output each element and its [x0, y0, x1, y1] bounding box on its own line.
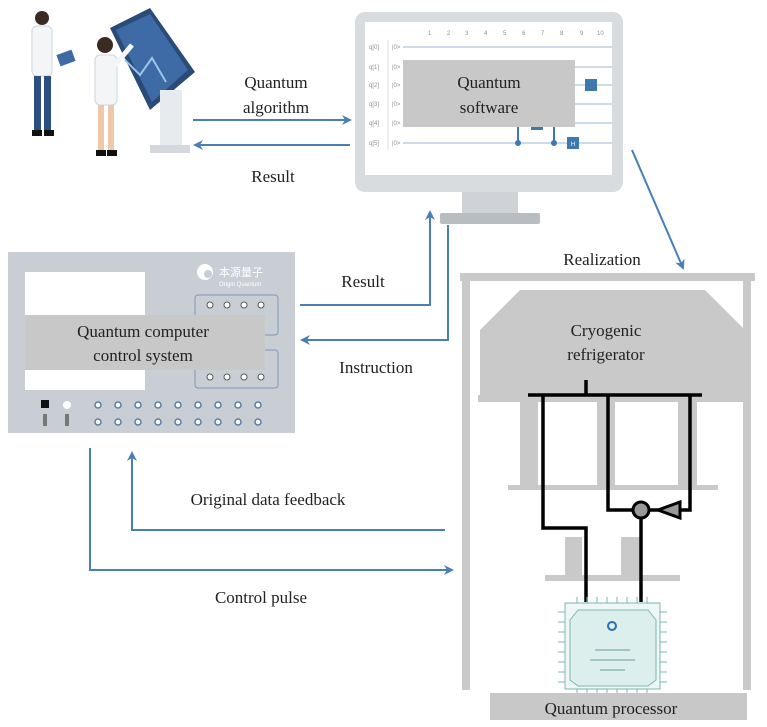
- control-pulse-label: Control pulse: [215, 588, 307, 607]
- control-label-box: [25, 315, 265, 370]
- control-pulse-arrow: [89, 448, 454, 575]
- cryo-label: refrigerator: [567, 345, 645, 364]
- qubit-label: q[0]: [369, 45, 379, 51]
- connector-port: [134, 401, 142, 409]
- cryo-label: Cryogenic: [571, 321, 642, 340]
- connector-port: [234, 401, 242, 409]
- connector-port: [134, 418, 142, 426]
- connector-port: [234, 418, 242, 426]
- scientists-illustration: [31, 8, 195, 156]
- connector-port: [174, 401, 182, 409]
- connector-port: [214, 418, 222, 426]
- connector-port: [94, 418, 102, 426]
- connector-port: [254, 418, 262, 426]
- connector-port: [154, 401, 162, 409]
- processor-label: Quantum processor: [545, 699, 678, 718]
- refrigerator-icon: [460, 273, 755, 690]
- result-label-mid: Result: [341, 272, 385, 291]
- result-label-top: Result: [251, 167, 295, 186]
- connector-port: [194, 418, 202, 426]
- control-system-label: Quantum computer: [77, 322, 209, 341]
- column-number: 5: [503, 31, 507, 37]
- column-number: 8: [560, 31, 564, 37]
- circulator-icon: [631, 500, 651, 520]
- software-label: software: [460, 98, 519, 117]
- chip-icon: [558, 597, 667, 696]
- qubit-state: |0>: [392, 141, 401, 147]
- connector-port: [114, 401, 122, 409]
- algorithm-label: algorithm: [243, 98, 309, 117]
- connector-port: [214, 401, 222, 409]
- wiring: [528, 380, 702, 602]
- control-system-label: control system: [93, 346, 193, 365]
- logo-english: Origin Quantum: [219, 282, 261, 288]
- column-number: 2: [447, 31, 451, 37]
- connector-port: [94, 401, 102, 409]
- column-number: 7: [541, 31, 545, 37]
- qubit-label: q[3]: [369, 102, 379, 108]
- qubit-state: |0>: [392, 45, 401, 51]
- connector-port: [194, 401, 202, 409]
- instruction-arrow: [300, 225, 449, 345]
- qubit-state: |0>: [392, 121, 401, 127]
- connector-port: [174, 418, 182, 426]
- amplifier-icon: [653, 499, 682, 521]
- software-label-box: [403, 60, 575, 127]
- qubit-label: q[1]: [369, 65, 379, 71]
- connector-port: [154, 418, 162, 426]
- connector-port: [114, 418, 122, 426]
- algorithm-label: Quantum: [244, 73, 307, 92]
- logo-chinese: 本源量子: [219, 265, 263, 279]
- qubit-label: q[4]: [369, 121, 379, 127]
- column-number: 3: [465, 31, 469, 37]
- column-number: 10: [597, 31, 604, 37]
- qubit-state: |0>: [392, 83, 401, 89]
- column-number: 1: [428, 31, 432, 37]
- column-number: 9: [580, 31, 584, 37]
- connector-port: [254, 401, 262, 409]
- feedback-arrow: [127, 451, 445, 531]
- h-gate: H: [571, 142, 575, 148]
- qubit-state: |0>: [392, 102, 401, 108]
- processor-label-box: [490, 693, 747, 720]
- instruction-label: Instruction: [339, 358, 413, 377]
- feedback-label: Original data feedback: [191, 490, 346, 509]
- qubit-label: q[2]: [369, 83, 379, 89]
- result-arrow-mid: [300, 210, 435, 306]
- software-label: Quantum: [457, 73, 520, 92]
- qubit-state: |0>: [392, 65, 401, 71]
- realization-arrow: [631, 149, 685, 270]
- qubit-label: q[5]: [369, 141, 379, 147]
- realization-label: Realization: [563, 250, 641, 269]
- column-number: 6: [522, 31, 526, 37]
- column-number: 4: [484, 31, 488, 37]
